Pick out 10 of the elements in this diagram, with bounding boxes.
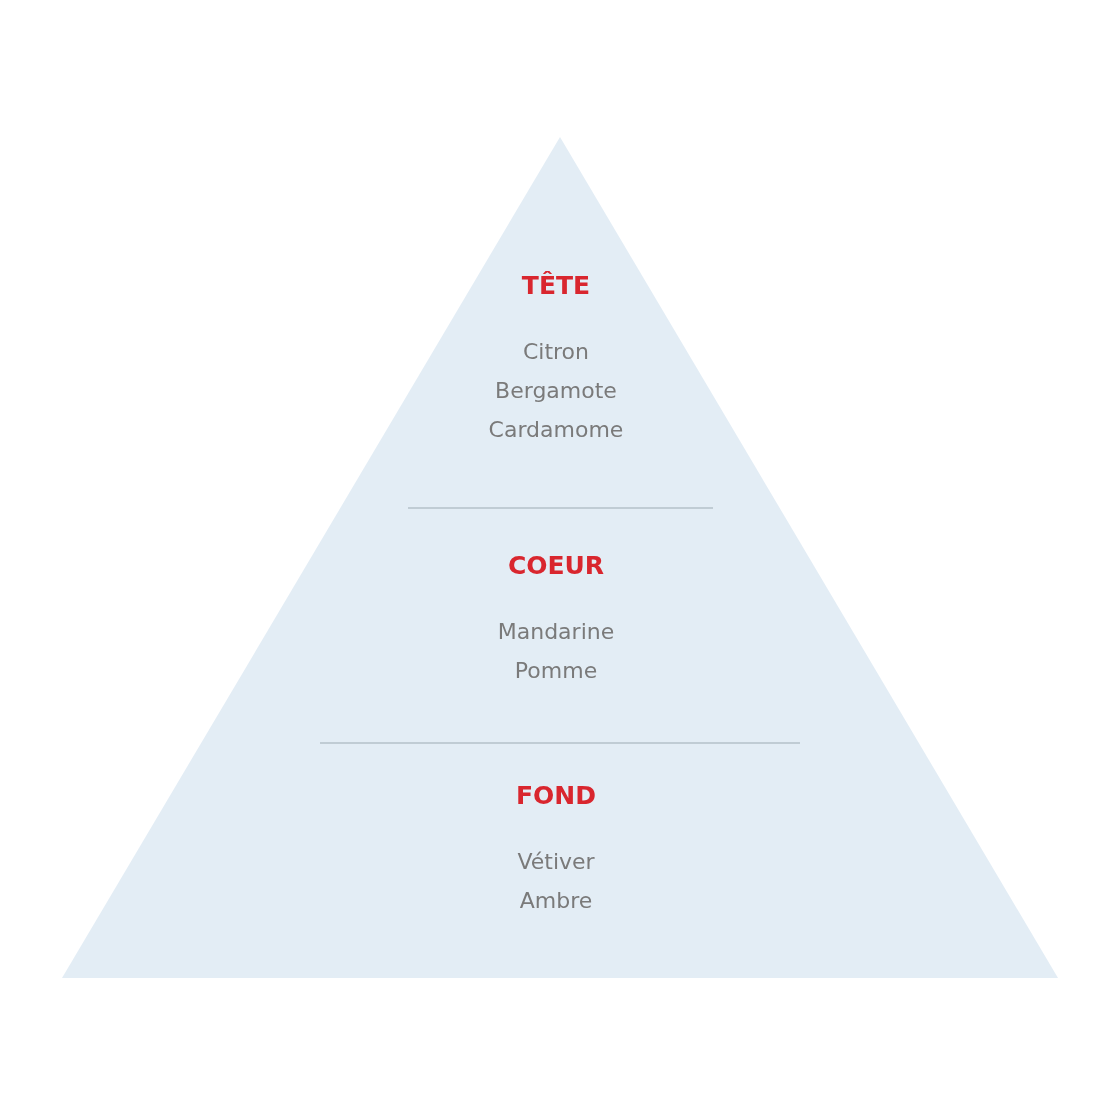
section-heading: COEUR bbox=[507, 550, 605, 582]
ingredient-text: Cardamome bbox=[488, 416, 624, 444]
ingredient-text: Bergamote bbox=[495, 377, 617, 405]
ingredient-text: Citron bbox=[522, 338, 590, 366]
ingredient-text: Vétiver bbox=[517, 848, 595, 876]
ingredient-text: Ambre bbox=[519, 887, 593, 915]
ingredient-text: Mandarine bbox=[497, 618, 615, 646]
section-heading: FOND bbox=[516, 780, 596, 812]
ingredient-text: Pomme bbox=[514, 657, 598, 685]
section-heading: TÊTE bbox=[521, 270, 591, 302]
